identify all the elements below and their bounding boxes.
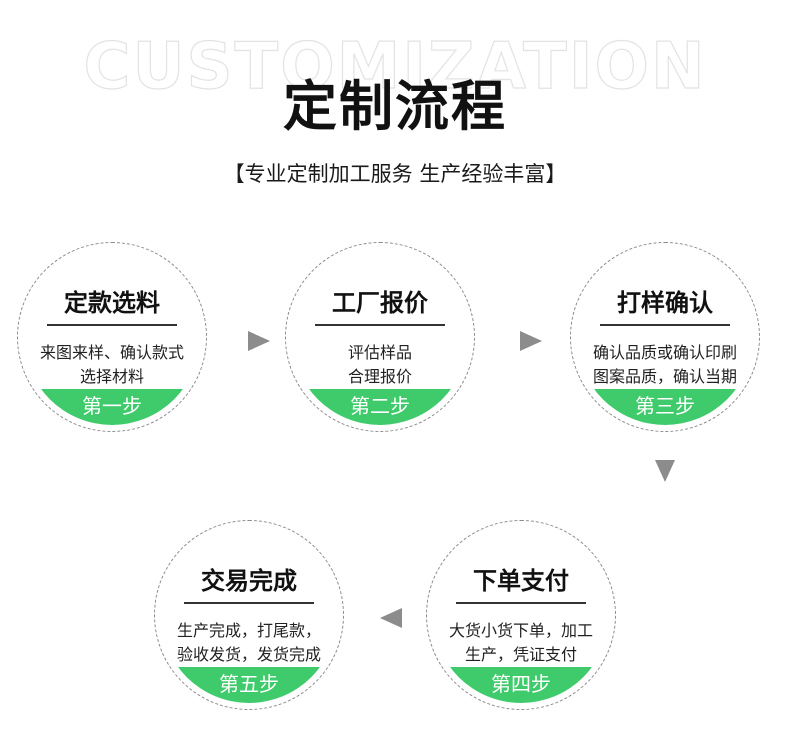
- step-disc: 下单支付 大货小货下单，加工 生产，凭证支付 第四步: [433, 527, 609, 703]
- step-title: 下单支付: [473, 567, 569, 595]
- step-title: 打样确认: [617, 289, 713, 317]
- step-description-line-1: 生产完成，打尾款，: [176, 621, 321, 640]
- arrow-right-icon: [520, 331, 542, 351]
- dashed-ring: [17, 242, 207, 432]
- dashed-ring: [426, 520, 616, 710]
- step-card-1: 定款选料 来图来样、确认款式 选择材料 第一步: [17, 242, 207, 432]
- step-description: 评估样品 合理报价: [292, 341, 468, 389]
- divider-line: [600, 324, 730, 326]
- step-description-line-2: 生产，凭证支付: [464, 645, 577, 664]
- step-label-band: 第三步: [577, 389, 753, 425]
- step-description-line-2: 图案品质，确认当期: [592, 367, 737, 386]
- arrow-down-icon: [655, 460, 675, 482]
- step-title: 定款选料: [64, 289, 160, 317]
- step-description-line-2: 验收发货，发货完成: [176, 645, 321, 664]
- divider-line: [456, 602, 586, 604]
- arrow-left-icon: [380, 608, 402, 628]
- step-description: 来图来样、确认款式 选择材料: [24, 341, 200, 389]
- step-disc: 工厂报价 评估样品 合理报价 第二步: [292, 249, 468, 425]
- step-description: 确认品质或确认印刷 图案品质，确认当期: [577, 341, 753, 389]
- dashed-ring: [154, 520, 344, 710]
- step-label-band: 第五步: [161, 667, 337, 703]
- step-label-band: 第四步: [433, 667, 609, 703]
- step-card-3: 打样确认 确认品质或确认印刷 图案品质，确认当期 第三步: [570, 242, 760, 432]
- dashed-ring: [570, 242, 760, 432]
- page-subtitle: 【专业定制加工服务 生产经验丰富】: [223, 162, 567, 186]
- step-card-5: 交易完成 生产完成，打尾款， 验收发货，发货完成 第五步: [154, 520, 344, 710]
- step-description-line-2: 选择材料: [79, 367, 144, 386]
- arrow-right-icon: [248, 331, 270, 351]
- step-description-line-1: 评估样品: [347, 343, 412, 362]
- step-description-line-1: 来图来样、确认款式: [39, 343, 184, 362]
- step-description-line-2: 合理报价: [347, 367, 412, 386]
- step-card-4: 下单支付 大货小货下单，加工 生产，凭证支付 第四步: [426, 520, 616, 710]
- divider-line: [315, 324, 445, 326]
- step-title: 交易完成: [201, 567, 297, 595]
- background-watermark-word: CUSTOMIZATION: [83, 29, 707, 104]
- step-card-2: 工厂报价 评估样品 合理报价 第二步: [285, 242, 475, 432]
- step-disc: 打样确认 确认品质或确认印刷 图案品质，确认当期 第三步: [577, 249, 753, 425]
- page-title: 定制流程: [283, 75, 507, 138]
- divider-line: [184, 602, 314, 604]
- step-disc: 交易完成 生产完成，打尾款， 验收发货，发货完成 第五步: [161, 527, 337, 703]
- step-description: 生产完成，打尾款， 验收发货，发货完成: [161, 619, 337, 667]
- dashed-ring: [285, 242, 475, 432]
- step-description-line-1: 大货小货下单，加工: [448, 621, 593, 640]
- step-disc: 定款选料 来图来样、确认款式 选择材料 第一步: [24, 249, 200, 425]
- step-title: 工厂报价: [332, 289, 428, 317]
- step-description-line-1: 确认品质或确认印刷: [592, 343, 737, 362]
- divider-line: [47, 324, 177, 326]
- step-label-band: 第二步: [292, 389, 468, 425]
- step-description: 大货小货下单，加工 生产，凭证支付: [433, 619, 609, 667]
- step-label-band: 第一步: [24, 389, 200, 425]
